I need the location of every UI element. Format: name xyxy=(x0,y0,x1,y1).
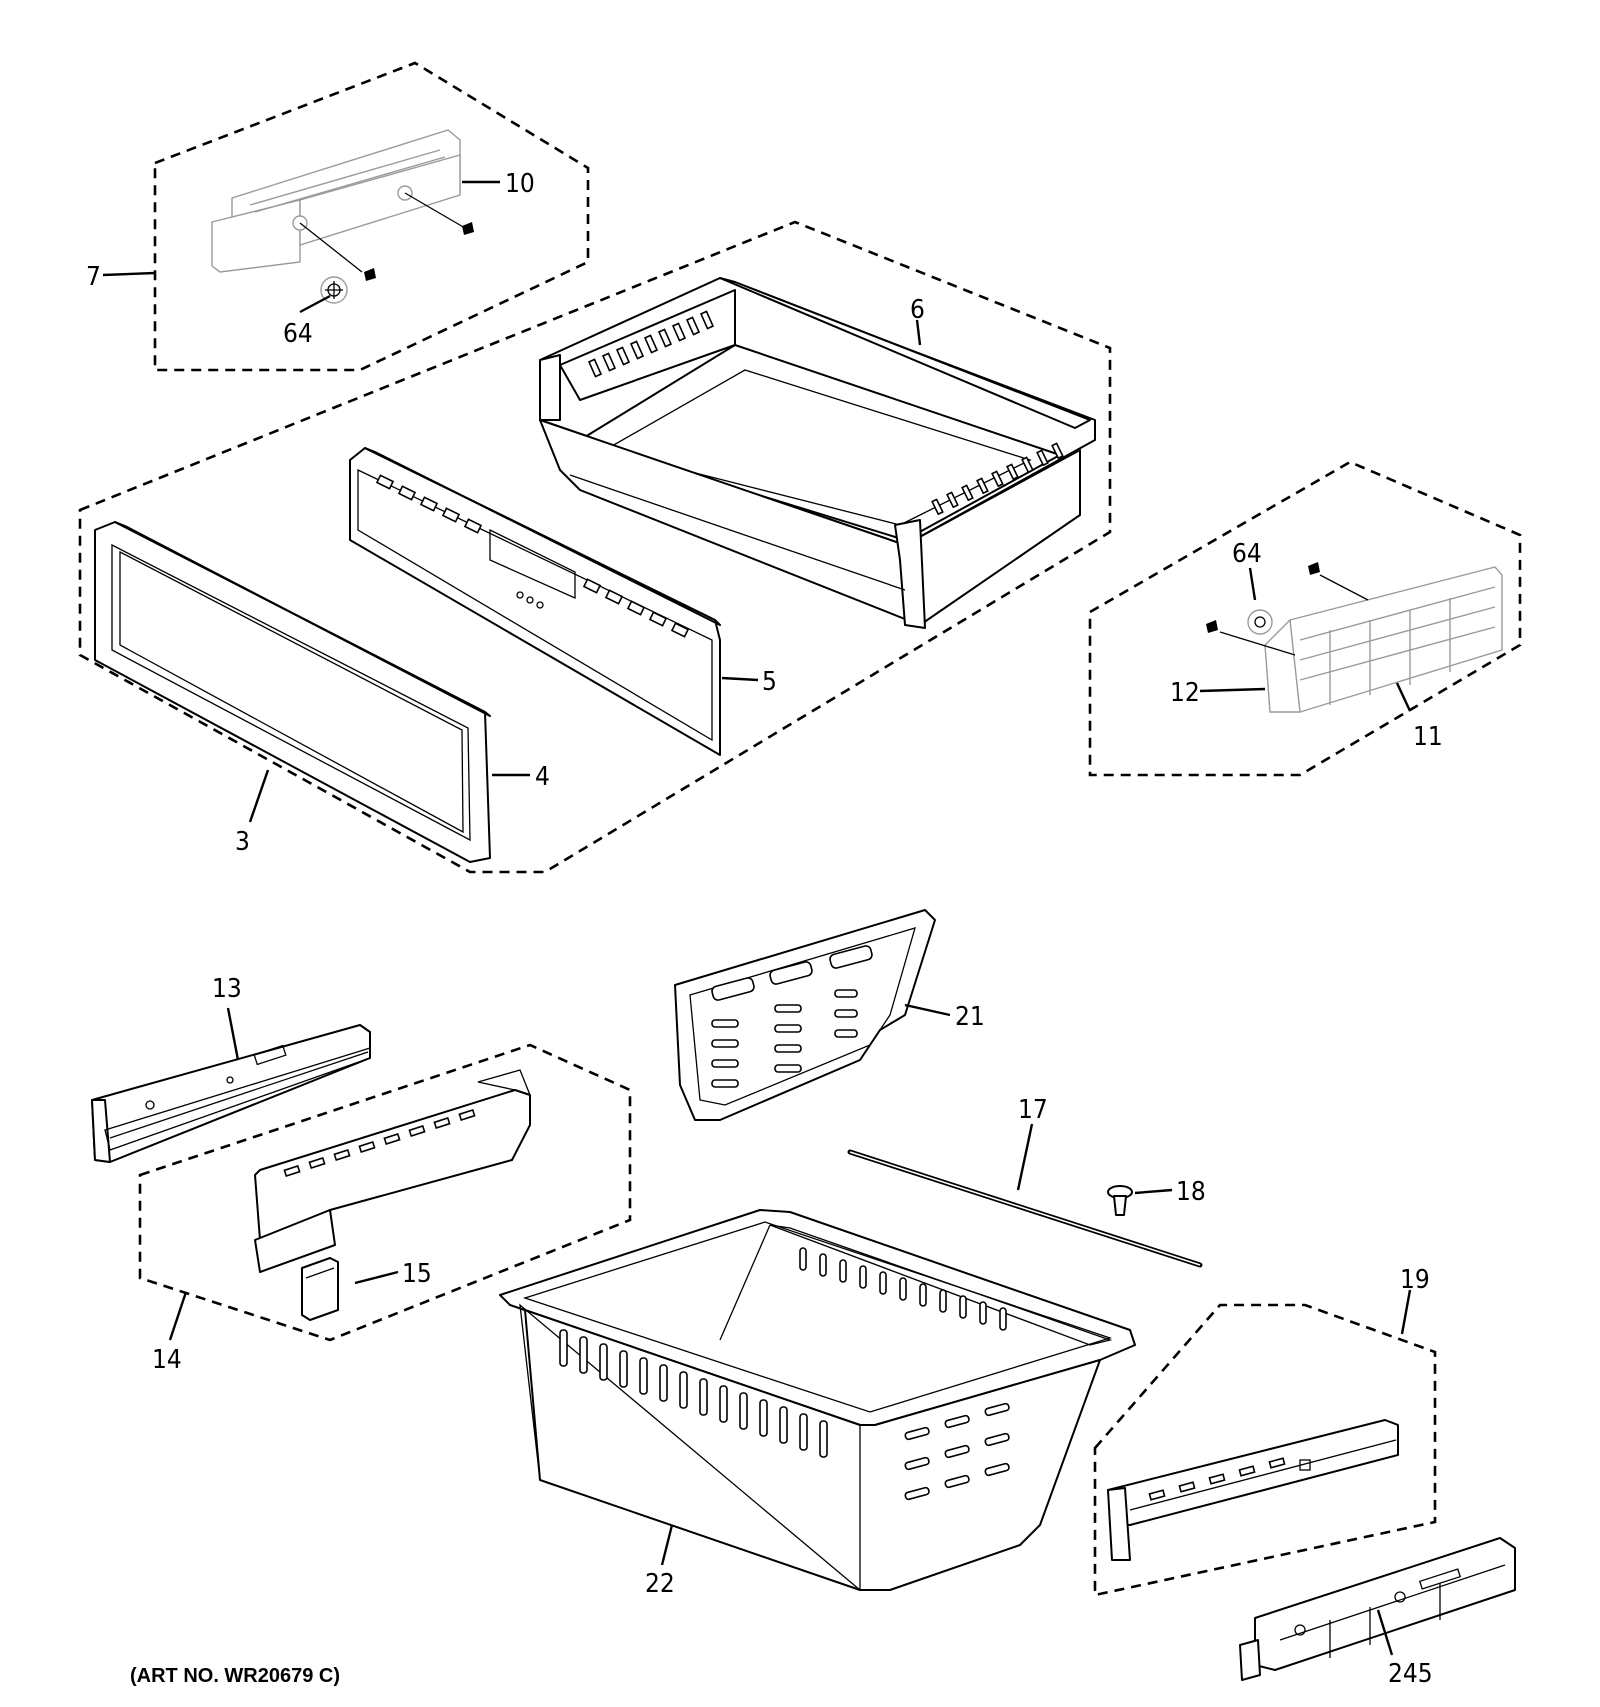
part-12-bracket xyxy=(1206,562,1503,713)
leader-lines xyxy=(102,180,1412,1656)
part-14-rail-assembly xyxy=(254,1069,532,1273)
callout-64-right: 64 xyxy=(1232,539,1262,569)
callout-15: 15 xyxy=(402,1259,432,1289)
part-6-drawer-bin xyxy=(539,277,1096,629)
part-10-bracket xyxy=(211,129,474,281)
callout-19: 19 xyxy=(1400,1265,1430,1295)
callout-17: 17 xyxy=(1018,1095,1048,1125)
callout-14: 14 xyxy=(152,1345,182,1375)
part-17-rod xyxy=(847,1149,1203,1268)
assembly-outlines xyxy=(78,61,1522,1597)
part-245-slide-bracket xyxy=(1239,1537,1516,1681)
part-4-front-panel xyxy=(94,521,491,863)
assembly-3-outline xyxy=(78,220,1112,874)
assembly-7-outline xyxy=(153,61,590,372)
callout-6: 6 xyxy=(910,295,925,325)
callout-10: 10 xyxy=(505,169,535,199)
part-13-slide-rail xyxy=(91,1024,371,1163)
callout-11: 11 xyxy=(1413,722,1443,752)
part-18-push-pin xyxy=(1107,1185,1133,1216)
callout-7: 7 xyxy=(86,262,101,292)
callout-13: 13 xyxy=(212,974,242,1004)
callout-21: 21 xyxy=(955,1002,985,1032)
callout-18: 18 xyxy=(1176,1177,1206,1207)
assembly-11-outline xyxy=(1088,460,1522,777)
part-15-clip xyxy=(301,1257,339,1321)
part-5-front-frame xyxy=(349,447,721,756)
callout-5: 5 xyxy=(762,667,777,697)
callout-64-left: 64 xyxy=(283,319,313,349)
callout-4: 4 xyxy=(535,762,550,792)
part-64-cap-right xyxy=(1247,609,1273,635)
part-22-basket xyxy=(499,1209,1136,1591)
assembly-19-outline xyxy=(1093,1303,1437,1597)
callout-labels: 3 4 5 6 7 10 11 12 13 14 15 17 18 19 21 … xyxy=(86,169,1443,1689)
callout-22: 22 xyxy=(645,1569,675,1599)
part-19-right-rail xyxy=(1107,1419,1399,1561)
callout-3: 3 xyxy=(235,827,250,857)
art-number: (ART NO. WR20679 C) xyxy=(130,1665,340,1687)
assembly-14-outline xyxy=(138,1043,632,1342)
callout-245: 245 xyxy=(1388,1659,1433,1689)
part-21-divider xyxy=(674,909,936,1121)
callout-12: 12 xyxy=(1170,678,1200,708)
